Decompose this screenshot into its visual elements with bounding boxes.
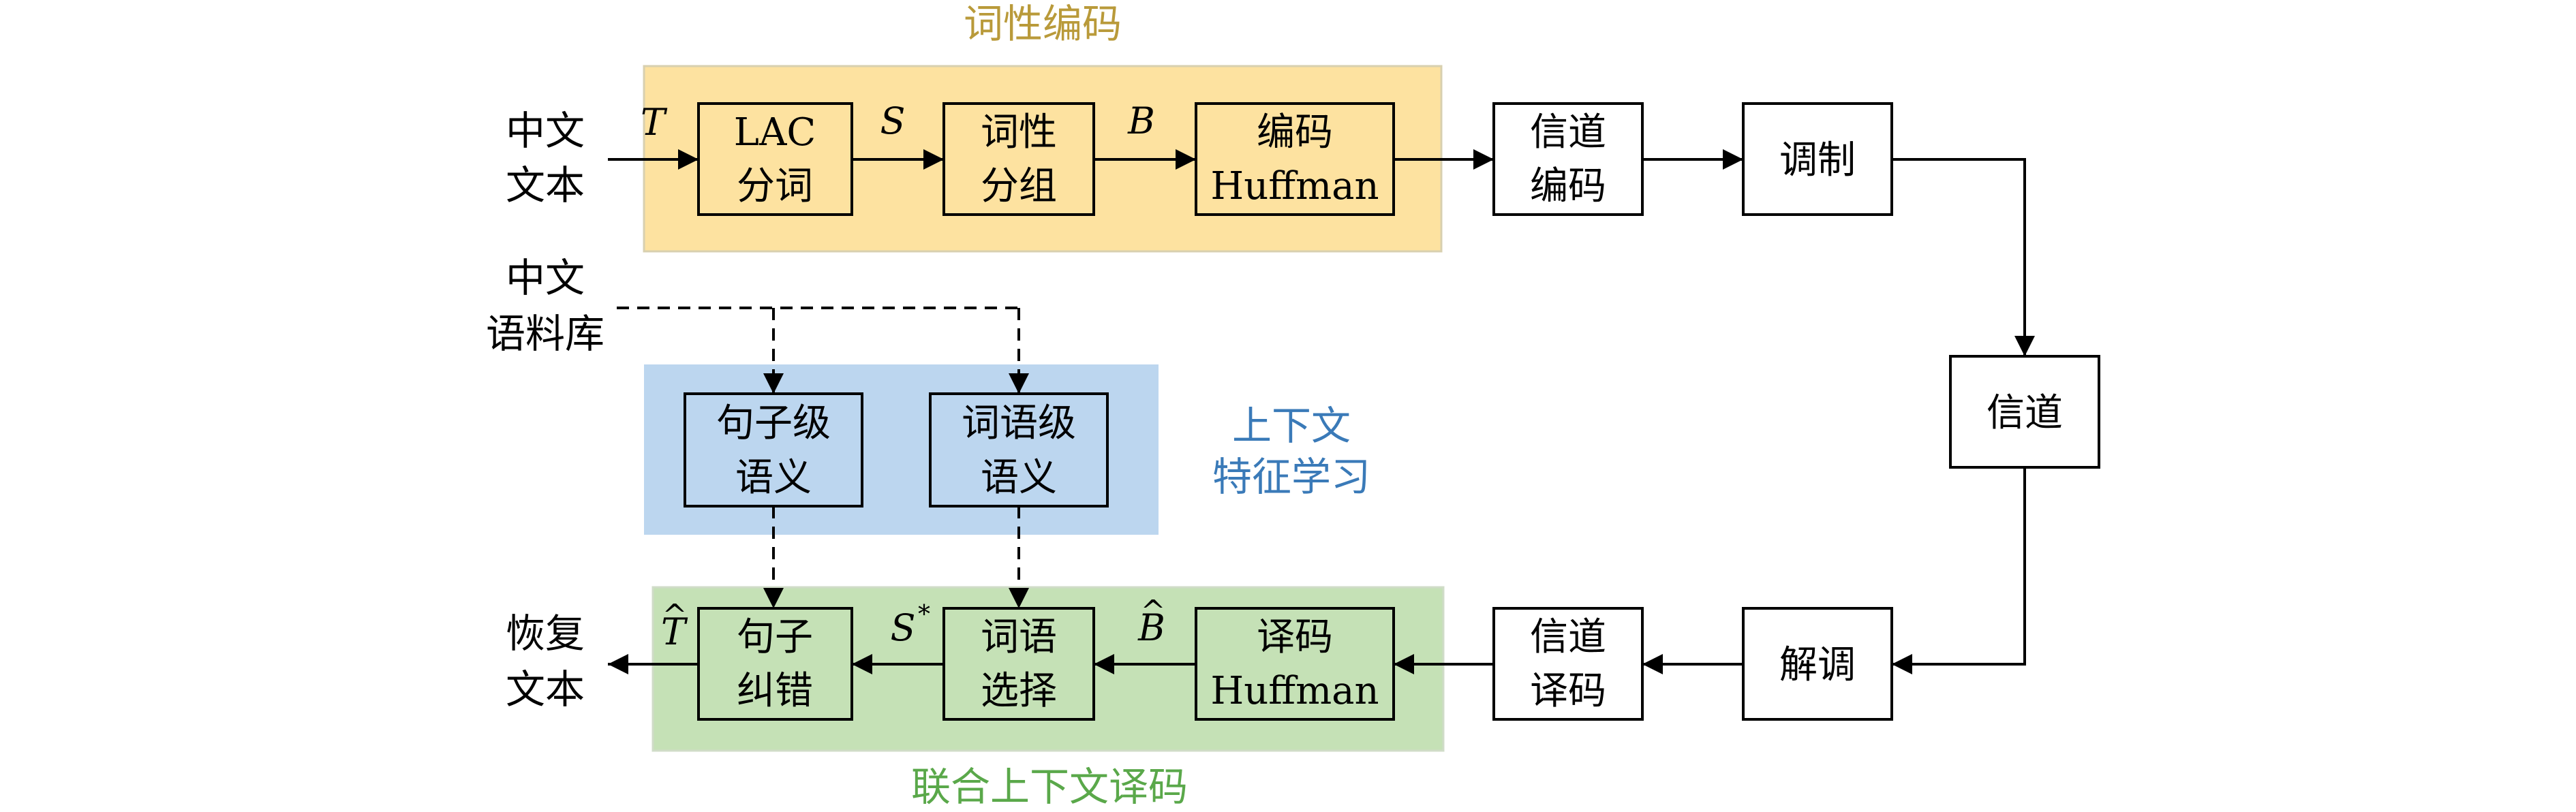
channel-decode-block-line2: 译码 (1530, 669, 1606, 713)
output-text-line1: 恢复 (506, 610, 585, 657)
features-group-label-line2: 特征学习 (1212, 454, 1370, 500)
connectors (608, 149, 2035, 674)
modulate-block: 调制 (1742, 102, 1893, 216)
sentence-correct-block-line1: 句子 (737, 615, 813, 659)
sentence-semantic-block-line2: 语义 (735, 456, 812, 500)
word-semantic-block-line1: 词语级 (962, 401, 1076, 446)
channel-encode-block-line2: 编码 (1530, 164, 1606, 208)
sentence-correct-block: 句子 纠错 (697, 607, 853, 721)
channel-block: 信道 (1949, 355, 2100, 469)
word-select-block-line2: 选择 (981, 669, 1057, 713)
corpus-text-line2: 语料库 (486, 311, 604, 357)
output-text-line2: 文本 (506, 666, 585, 713)
channel-encode-block: 信道 编码 (1492, 102, 1644, 216)
huffman-encode-block: 编码 Huffman (1195, 102, 1395, 216)
channel-decode-block: 信道 译码 (1492, 607, 1644, 721)
word-semantic-block-line2: 语义 (981, 456, 1057, 500)
lac-block-line2: 分词 (737, 164, 813, 208)
channel-encode-block-line1: 信道 (1530, 110, 1606, 155)
arrow-channel-to-demodulate (1892, 467, 2026, 674)
huffman-decode-block-line2: Huffman (1210, 669, 1379, 713)
encoding-group-label: 词性编码 (964, 1, 1122, 47)
pos-group-block-line1: 词性 (981, 110, 1057, 155)
pos-group-block: 词性 分组 (942, 102, 1095, 216)
encoding-group-bg (643, 65, 1443, 253)
symbol-B-hat-accent: ^ (1141, 594, 1166, 629)
word-select-block-line1: 词语 (981, 615, 1057, 659)
corpus-text-line1: 中文 (506, 255, 585, 301)
features-group-bg (644, 364, 1159, 535)
modulate-block-line1: 调制 (1779, 138, 1856, 183)
channel-block-line1: 信道 (1987, 391, 2063, 435)
channel-decode-block-line1: 信道 (1530, 615, 1606, 659)
lac-block-line1: LAC (734, 110, 816, 155)
demodulate-block-line1: 解调 (1779, 643, 1856, 687)
huffman-encode-block-line1: 编码 (1257, 110, 1333, 155)
demodulate-block: 解调 (1742, 607, 1893, 721)
symbol-S-star: S (891, 606, 916, 649)
huffman-decode-block-line1: 译码 (1257, 615, 1333, 659)
source-text-line1: 中文 (506, 108, 585, 154)
decoding-group-label: 联合上下文译码 (911, 764, 1188, 810)
dashed-connectors (617, 307, 1029, 608)
decoding-group-bg (651, 586, 1445, 752)
symbol-S-star-sup: * (918, 601, 930, 629)
symbol-T: T (641, 101, 668, 144)
arrow-modulate-to-channel (1892, 158, 2035, 356)
sentence-semantic-block-line1: 句子级 (716, 401, 831, 446)
symbol-T-hat-accent: ^ (662, 598, 688, 633)
symbol-B-hat: B (1137, 606, 1165, 649)
features-group-label-line1: 上下文 (1232, 403, 1351, 449)
sentence-correct-block-line2: 纠错 (737, 669, 813, 713)
symbol-S: S (880, 99, 906, 142)
symbol-T-hat: T (661, 610, 688, 653)
symbol-B: B (1127, 99, 1155, 142)
huffman-encode-block-line2: Huffman (1210, 164, 1379, 208)
source-text-line2: 文本 (506, 162, 585, 208)
pos-group-block-line2: 分组 (981, 164, 1057, 208)
